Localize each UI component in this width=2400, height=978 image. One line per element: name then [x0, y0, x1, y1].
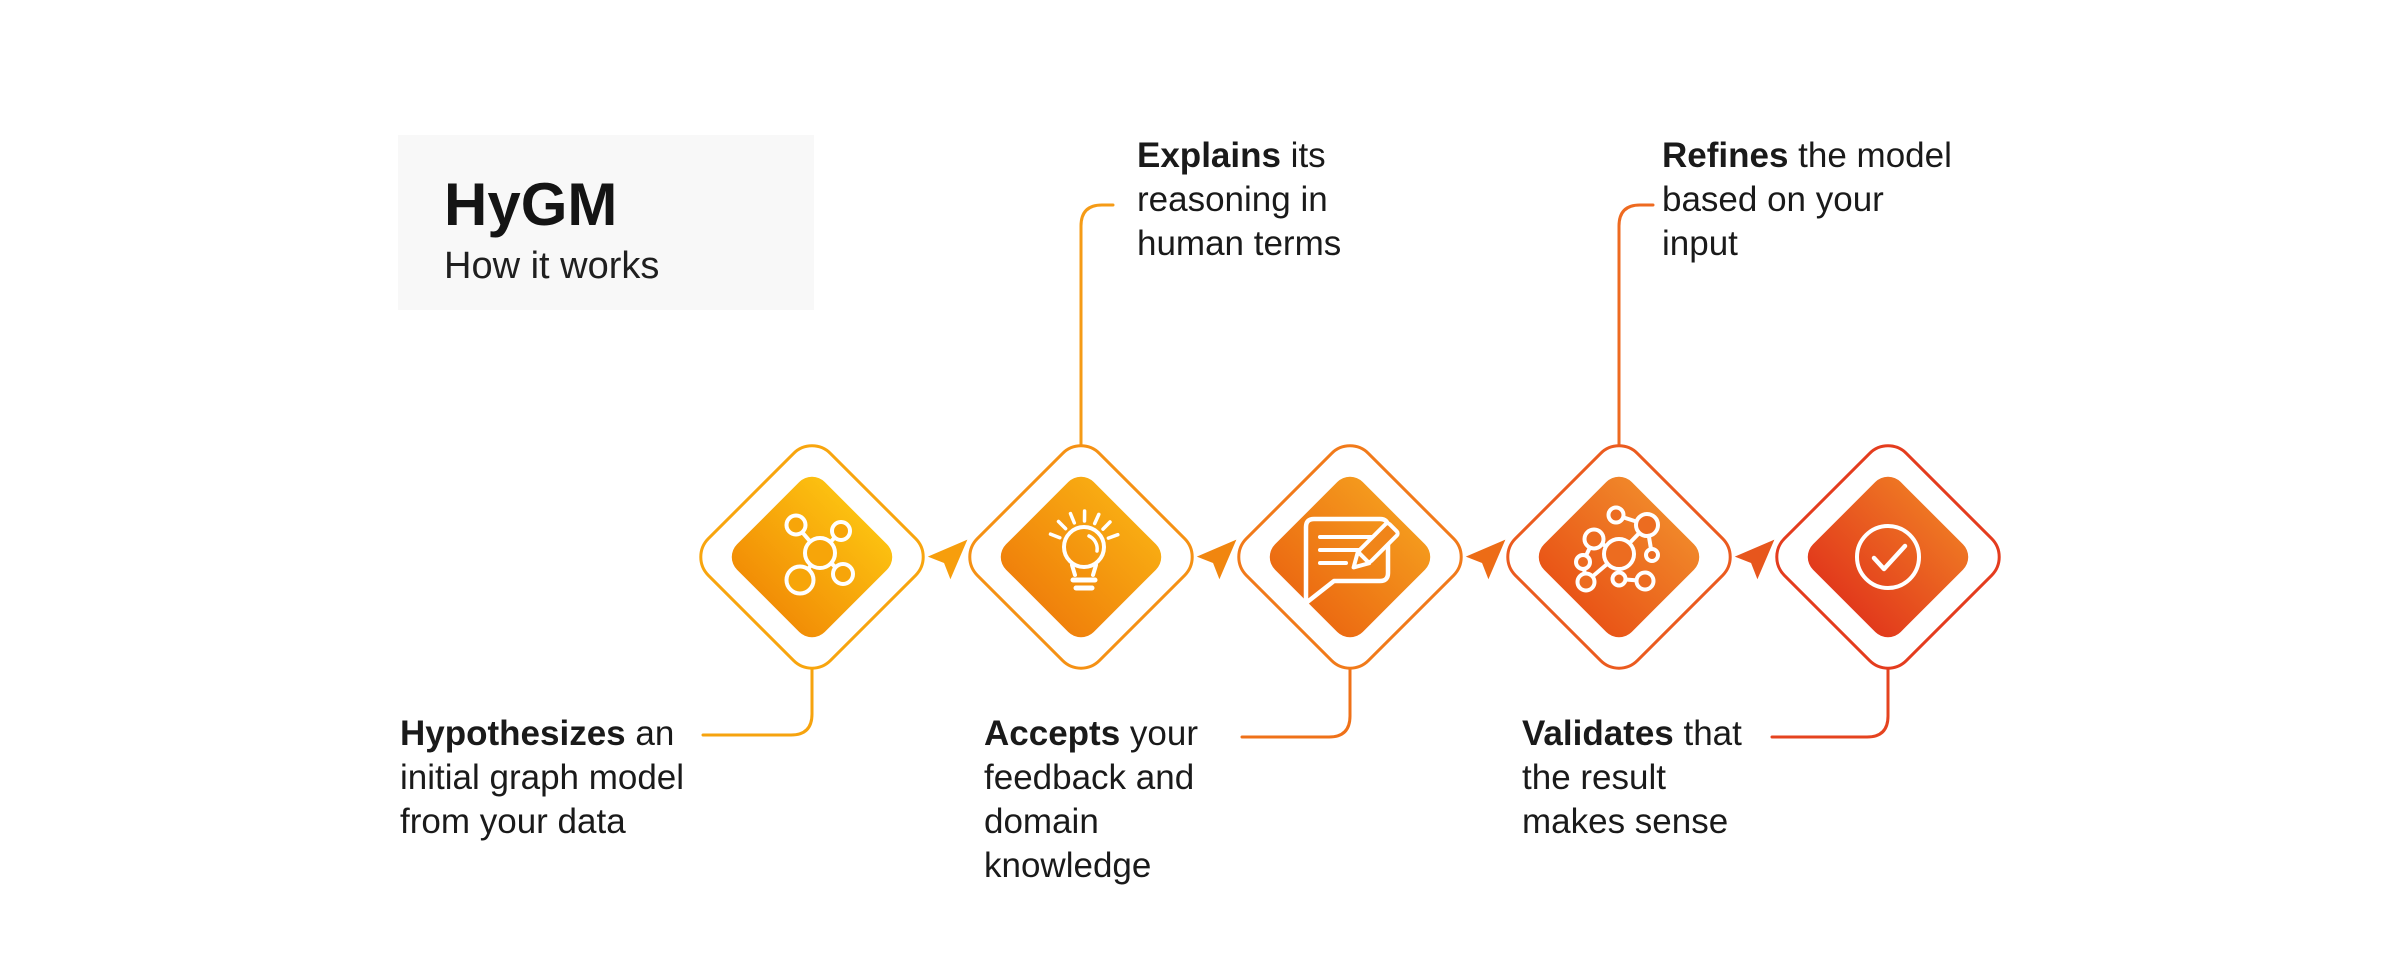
title-card: HyGM How it works [398, 135, 814, 310]
arrow-1-icon [927, 539, 968, 580]
step-diamond-validates [1775, 444, 2001, 670]
caption-explains-rest: its reasoning in human terms [1137, 136, 1342, 263]
chat-edit-icon [1303, 516, 1400, 606]
caption-hypothesizes: Hypothesizes an initial graph model from… [400, 712, 730, 844]
caption-accepts: Accepts your feedback and domain knowled… [984, 712, 1264, 888]
caption-explains: Explains its reasoning in human terms [1137, 134, 1352, 266]
caption-refines-rest: the model based on your input [1662, 136, 1952, 263]
diamond-fill [1000, 476, 1162, 638]
check-circle-icon [1855, 524, 1921, 590]
caption-refines-keyword: Refines [1662, 136, 1789, 175]
diagram-subtitle: How it works [444, 245, 660, 288]
caption-validates-keyword: Validates [1522, 714, 1674, 753]
diagram-title: HyGM [444, 171, 618, 238]
step-diamond-refines [1506, 444, 1732, 670]
caption-accepts-rest: your feedback and domain knowledge [984, 714, 1198, 885]
lightbulb-icon [1048, 509, 1120, 591]
flow-arrows [927, 539, 1775, 580]
arrow-4-icon [1734, 539, 1775, 580]
pencil-icon [1351, 521, 1400, 570]
caption-explains-keyword: Explains [1137, 136, 1281, 175]
arrow-2-icon [1196, 539, 1237, 580]
step-diamond-explains [968, 444, 1194, 670]
step-diamond-accepts [1237, 444, 1463, 670]
caption-hypothesizes-keyword: Hypothesizes [400, 714, 626, 753]
caption-accepts-keyword: Accepts [984, 714, 1121, 753]
connector-explains [1079, 203, 1115, 452]
arrow-3-icon [1465, 539, 1506, 580]
caption-refines: Refines the model based on your input [1662, 134, 1952, 266]
connector-validates [1770, 658, 1890, 739]
molecule-network-icon [784, 513, 855, 596]
step-diamond-hypothesizes [699, 444, 925, 670]
diamond-fill [1807, 476, 1969, 638]
caption-hypothesizes-rest: an initial graph model from your data [400, 714, 685, 841]
connector-refines [1617, 203, 1655, 452]
connector-hypothesizes [701, 658, 814, 737]
graph-network-icon [1574, 505, 1660, 593]
caption-validates: Validates that the result makes sense [1522, 712, 1757, 844]
connector-accepts [1240, 658, 1352, 739]
caption-validates-rest: that the result makes sense [1522, 714, 1742, 841]
lightbulb-rays [1048, 509, 1120, 540]
